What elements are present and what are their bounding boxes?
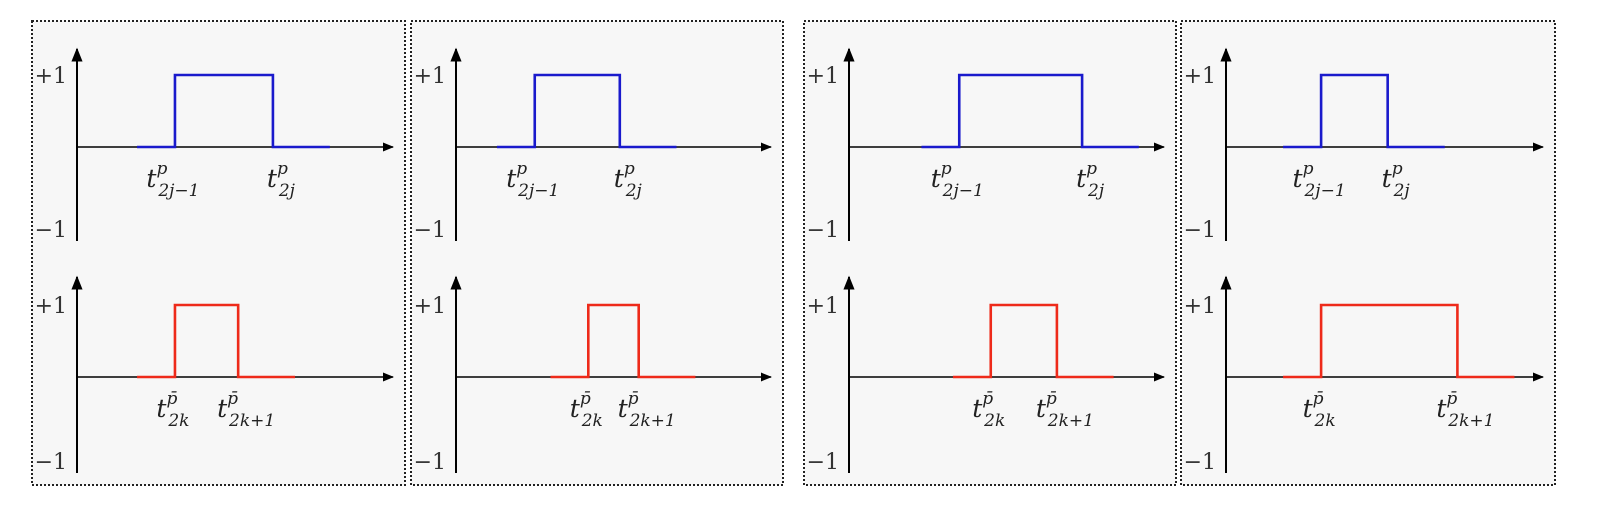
- bottom-fall-label: tp̄2k+1: [1436, 389, 1494, 431]
- tick-label-plus-one: +1: [35, 64, 67, 89]
- bottom-subplot: +1 −1 tp̄2k tp̄2k+1: [807, 275, 1166, 475]
- tick-label-minus-one: −1: [1184, 450, 1216, 475]
- tick-label-plus-one: +1: [807, 64, 839, 89]
- bottom-fall-label: tp̄2k+1: [217, 389, 275, 431]
- tick-label-plus-one: +1: [414, 294, 446, 319]
- tick-label-minus-one: −1: [1184, 218, 1216, 243]
- tick-label-minus-one: −1: [414, 450, 446, 475]
- panel-frame: [31, 20, 406, 486]
- bottom-pulse: [137, 303, 296, 379]
- tick-label-minus-one: −1: [35, 450, 67, 475]
- top-pulse: [921, 73, 1139, 149]
- panel-frame: [410, 20, 784, 486]
- bottom-subplot: +1 −1 tp̄2k tp̄2k+1: [35, 275, 395, 475]
- bottom-pulse: [952, 303, 1114, 379]
- top-pulse: [1283, 73, 1445, 149]
- tick-label-minus-one: −1: [807, 450, 839, 475]
- panel-frame: [803, 20, 1177, 486]
- top-pulse: [137, 73, 330, 149]
- bottom-rise-label: tp̄2k: [972, 389, 1005, 431]
- tick-label-plus-one: +1: [807, 294, 839, 319]
- bottom-rise-label: tp̄2k: [156, 389, 189, 431]
- tick-label-minus-one: −1: [414, 218, 446, 243]
- bottom-rise-label: tp̄2k: [1303, 389, 1336, 431]
- bottom-fall-label: tp̄2k+1: [1036, 389, 1094, 431]
- bottom-pulse: [550, 303, 696, 379]
- panel-frame: [1180, 20, 1556, 486]
- bottom-subplot: +1 −1 tp̄2k tp̄2k+1: [1184, 275, 1545, 475]
- top-pulse: [496, 73, 677, 149]
- bottom-rise-label: tp̄2k: [570, 389, 603, 431]
- tick-label-plus-one: +1: [414, 64, 446, 89]
- tick-label-minus-one: −1: [35, 218, 67, 243]
- tick-label-plus-one: +1: [1184, 64, 1216, 89]
- bottom-subplot: +1 −1 tp̄2k tp̄2k+1: [414, 275, 773, 475]
- tick-label-minus-one: −1: [807, 218, 839, 243]
- tick-label-plus-one: +1: [1184, 294, 1216, 319]
- bottom-pulse: [1283, 303, 1515, 379]
- bottom-fall-label: tp̄2k+1: [618, 389, 676, 431]
- tick-label-plus-one: +1: [35, 294, 67, 319]
